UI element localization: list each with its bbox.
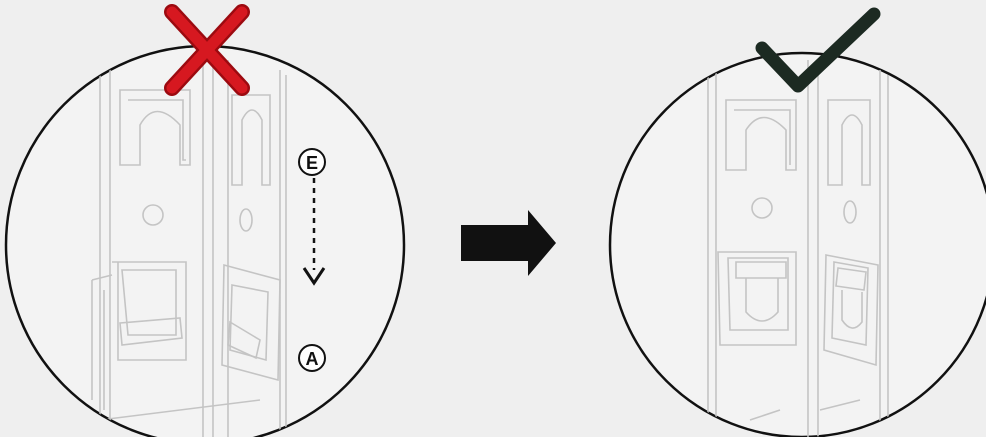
rack-upright-drawing-left (91, 46, 287, 437)
checkmark-icon (755, 7, 881, 93)
right-arrow-icon (461, 210, 556, 276)
marker-a-label: A (306, 349, 319, 369)
detail-circle-right (608, 51, 986, 437)
correct-detail-panel (608, 7, 986, 437)
marker-e-label: E (306, 153, 318, 173)
incorrect-detail-panel: E A (4, 4, 406, 437)
dashed-direction-arrow (302, 178, 326, 286)
cross-icon (164, 4, 250, 96)
marker-e: E (298, 148, 326, 176)
marker-a: A (298, 344, 326, 372)
detail-circle-left (4, 44, 406, 437)
rack-upright-drawing-right (707, 60, 889, 437)
